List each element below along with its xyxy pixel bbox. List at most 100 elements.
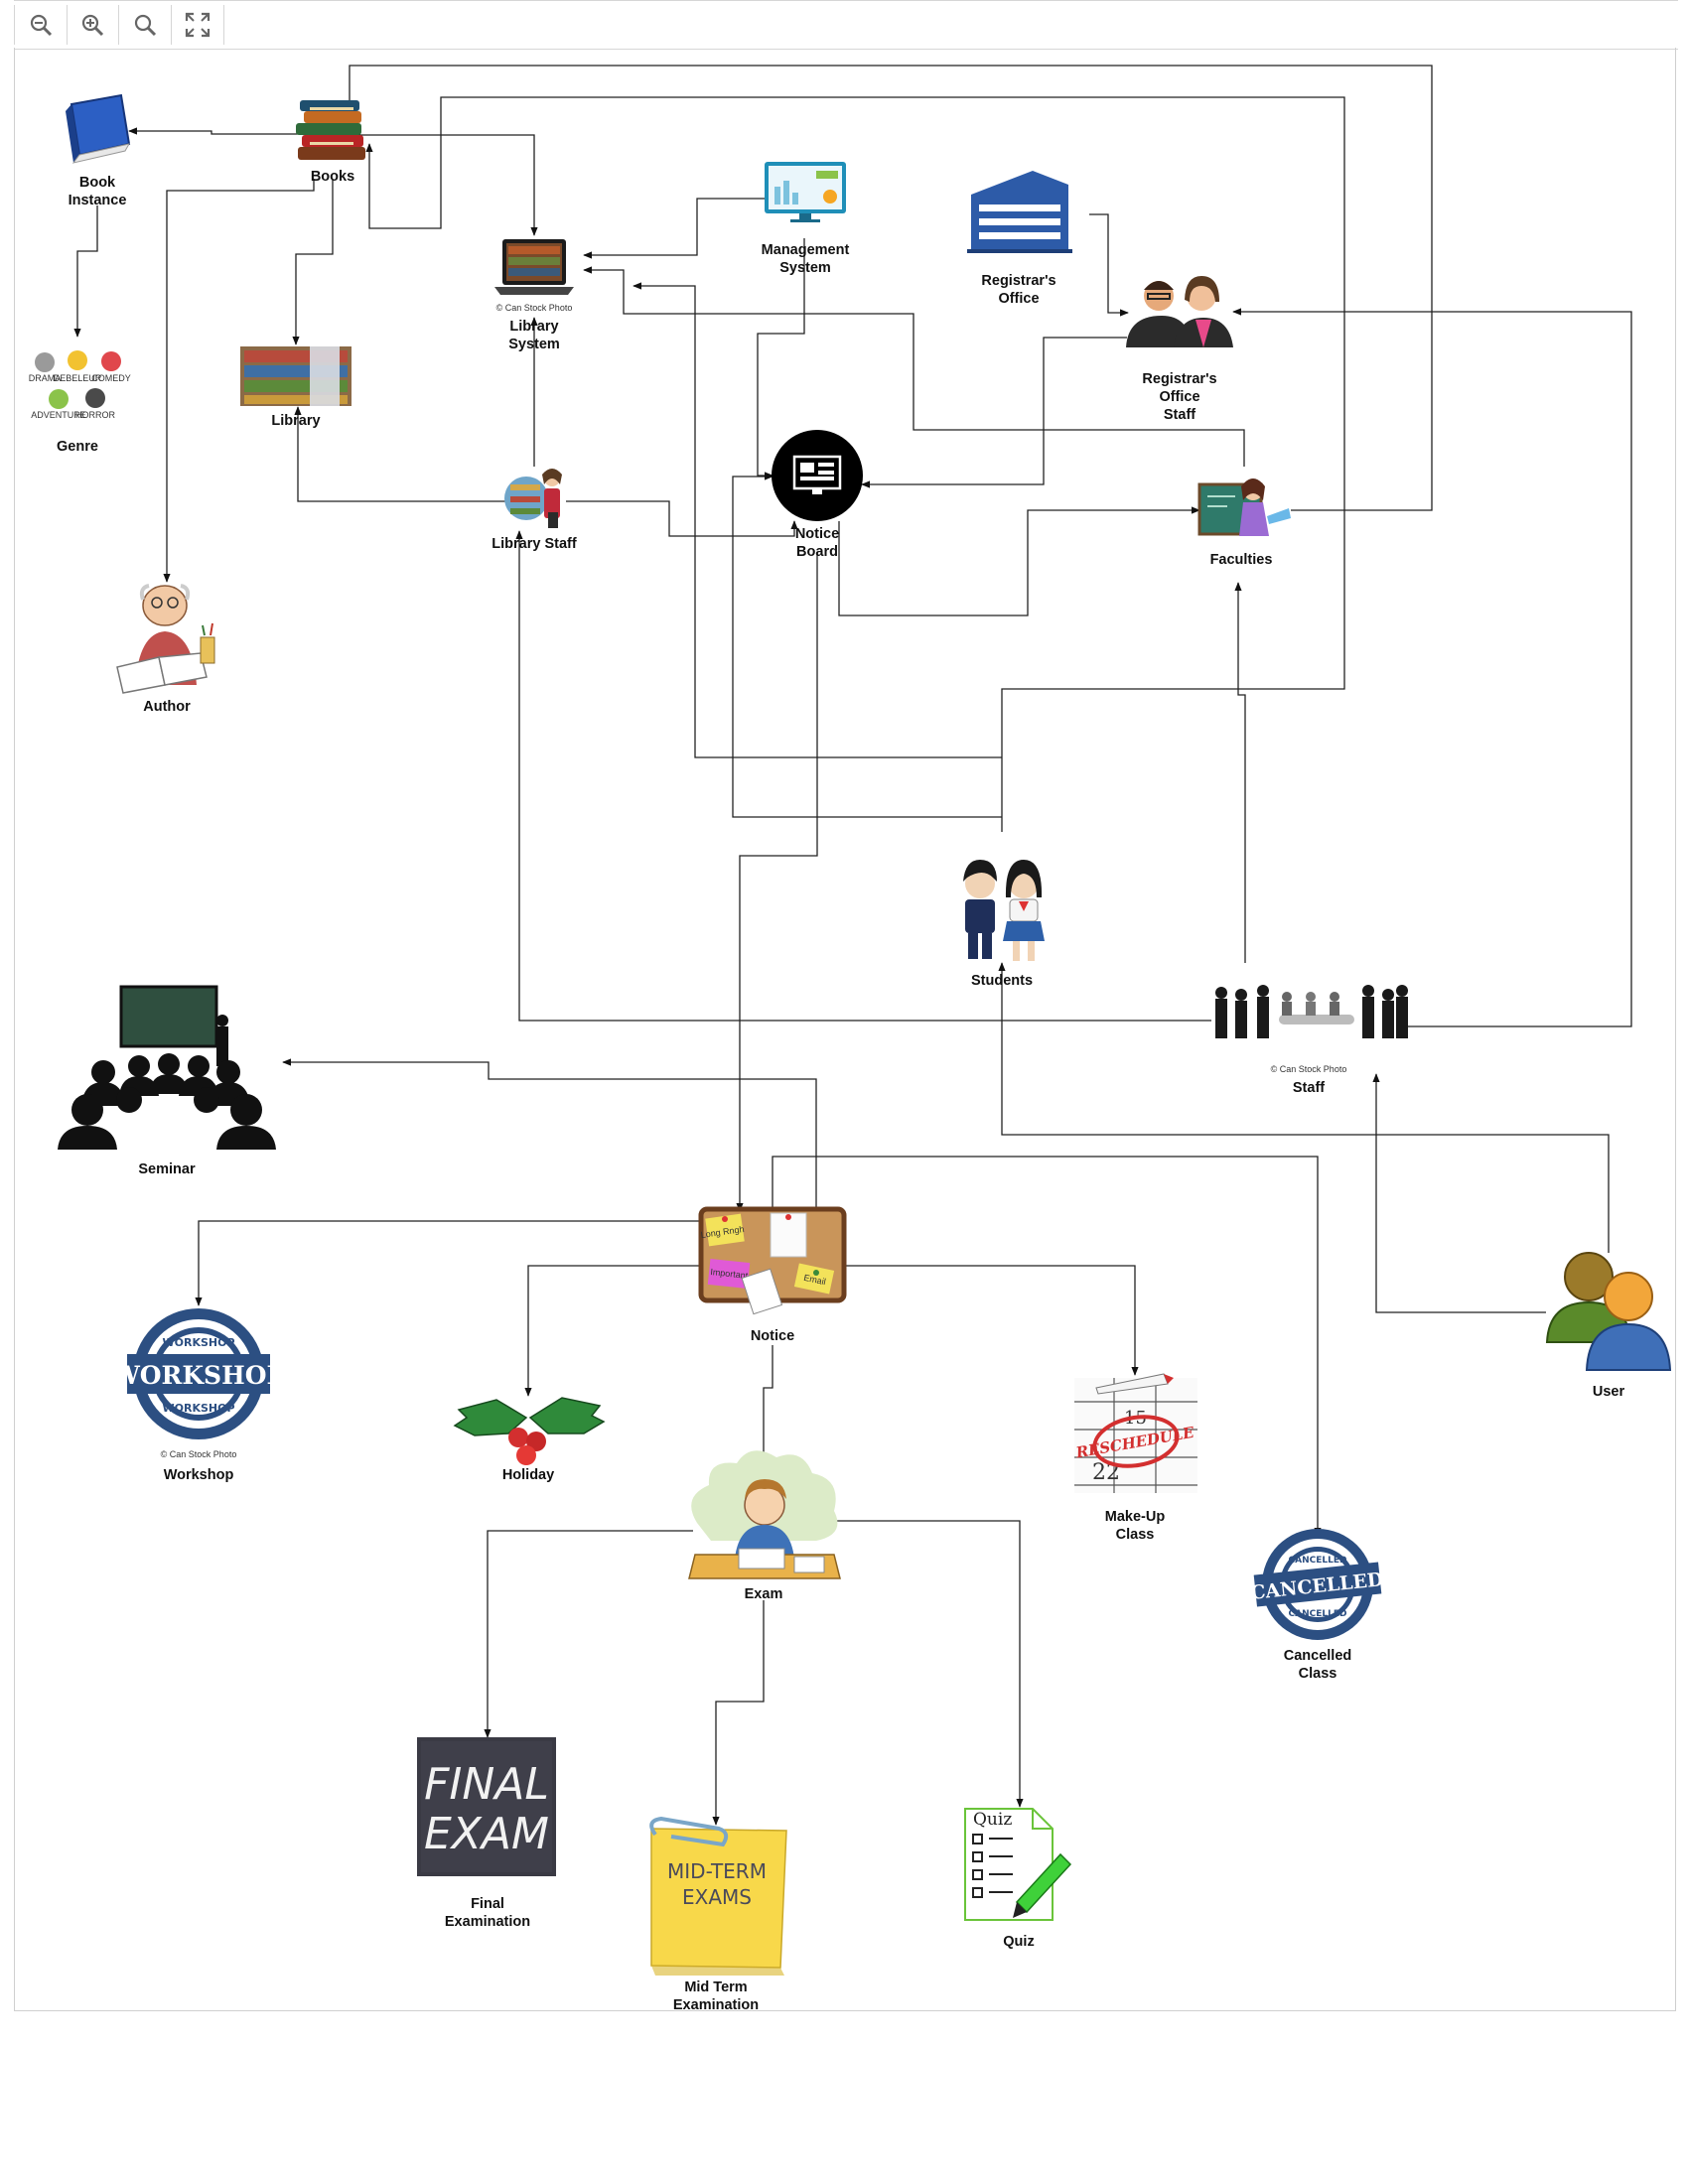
node-workshop[interactable]: WORKSHOP WORKSHOP WORKSHOP © Can Stock P… <box>111 1308 286 1483</box>
badge-text: WORKSHOP <box>111 1361 286 1390</box>
node-mid-term-examination[interactable]: MID-TERM EXAMS Mid Term Examination <box>649 1816 787 2013</box>
edge-books-library <box>292 179 334 345</box>
node-holiday[interactable]: Holiday <box>453 1397 606 1483</box>
diagram-toolbar <box>14 0 1678 50</box>
label-line: Faculties <box>1210 552 1273 568</box>
edge-notice-board-faculties <box>838 506 1200 616</box>
edge-books-library-system <box>357 134 538 236</box>
edges <box>73 65 1632 1826</box>
edge-book-instance-genre <box>73 205 98 338</box>
node-library-staff[interactable]: Library Staff <box>492 469 577 552</box>
node-registrars-office[interactable]: Registrar's Office <box>967 171 1072 307</box>
node-library-system[interactable]: © Can Stock Photo Library System <box>494 239 574 352</box>
node-registrars-office-staff[interactable]: Registrar's Office Staff <box>1126 276 1233 423</box>
label-line: Genre <box>57 439 98 455</box>
node-notice[interactable]: Long Rngh Important Email Notice <box>698 1206 847 1344</box>
chalk-text: EXAM <box>424 1809 549 1859</box>
label-line: Mid Term <box>684 1979 747 1995</box>
label-line: Registrar's <box>1142 371 1216 387</box>
node-user[interactable]: User <box>1545 1252 1672 1400</box>
label-line: Book <box>79 175 116 191</box>
edge-students-books <box>365 96 1345 832</box>
node-library[interactable]: Library <box>240 346 352 429</box>
node-books[interactable]: Books <box>296 100 365 185</box>
label-line: Management <box>762 242 850 258</box>
label-line: Students <box>971 973 1033 989</box>
reschedule-calendar-icon: 22 15 RESCHEDULE <box>1073 1373 1197 1493</box>
edge-books-author <box>163 179 315 583</box>
node-final-examination[interactable]: FINAL EXAM Final Examination <box>417 1737 556 1930</box>
edge-notice-holiday <box>524 1265 702 1397</box>
node-makeup-class[interactable]: 22 15 RESCHEDULE Make-Up Class <box>1073 1373 1197 1543</box>
node-quiz[interactable]: Quiz Quiz <box>964 1808 1072 1950</box>
edge-students-notice-board <box>732 473 1002 818</box>
image-caption: © Can Stock Photo <box>496 303 573 313</box>
label-line: Holiday <box>502 1467 554 1483</box>
label-line: Workshop <box>164 1467 234 1483</box>
zoom-out-button[interactable] <box>14 5 68 45</box>
node-genre[interactable]: DRAMA DEBELEUR COMEDY ADVENTURE HORROR G… <box>29 350 131 455</box>
image-caption: © Can Stock Photo <box>161 1449 237 1459</box>
badge-text: WORKSHOP <box>162 1336 234 1349</box>
staff-pair-icon <box>1126 276 1233 347</box>
badge-text: CANCELLED <box>1289 1609 1347 1619</box>
node-book-instance[interactable]: Book Instance <box>66 93 131 208</box>
zoom-in-button[interactable] <box>67 5 119 45</box>
label-line: Board <box>796 544 838 560</box>
label-line: Library <box>271 413 320 429</box>
teacher-chalkboard-icon <box>1197 478 1291 536</box>
label-line: System <box>779 260 831 276</box>
edge-user-staff <box>1372 1073 1546 1313</box>
label-line: Staff <box>1164 407 1196 423</box>
author-writing-icon <box>116 584 215 694</box>
genre-tag: HORROR <box>75 410 115 420</box>
edge-library-staff-library <box>294 406 506 502</box>
note-text: Email <box>803 1273 827 1287</box>
edge-exam-quiz <box>837 1520 1024 1808</box>
seminar-audience-icon <box>58 985 276 1150</box>
book-stack-icon <box>296 100 365 160</box>
edge-books-book-instance <box>128 127 298 135</box>
edge-notice-exam <box>760 1345 774 1462</box>
label-line: Examination <box>673 1997 759 2013</box>
sticky-note-icon: MID-TERM EXAMS <box>649 1816 787 1976</box>
genre-tag: DRAMA <box>29 373 62 383</box>
node-author[interactable]: Author <box>116 584 215 715</box>
edge-staff-library-staff <box>515 530 1211 1022</box>
node-seminar[interactable]: Seminar <box>58 985 276 1177</box>
label-line: Seminar <box>138 1161 196 1177</box>
quiz-sheet-icon: Quiz <box>964 1808 1072 1921</box>
node-management-system[interactable]: Management System <box>762 162 850 276</box>
label-line: Library Staff <box>492 536 577 552</box>
edge-notice-workshop <box>195 1220 702 1306</box>
diagram-canvas <box>14 48 1676 2011</box>
node-notice-board[interactable]: Notice Board <box>772 430 863 560</box>
edge-faculties-library-system <box>583 266 1245 467</box>
note-text: MID-TERM <box>667 1859 767 1883</box>
fullscreen-button[interactable] <box>172 5 224 45</box>
genre-tag: ADVENTURE <box>31 410 86 420</box>
holly-icon <box>453 1397 606 1465</box>
corkboard-icon: Long Rngh Important Email <box>698 1206 847 1315</box>
edge-exam-midterm <box>712 1600 765 1826</box>
librarian-icon <box>504 469 562 528</box>
board-screen-icon <box>792 455 842 494</box>
node-students[interactable]: Students <box>963 860 1045 989</box>
label-line: Office <box>998 291 1039 307</box>
label-line: Exam <box>745 1586 783 1602</box>
genre-masks-icon: DRAMA DEBELEUR COMEDY ADVENTURE HORROR <box>29 350 131 420</box>
fullscreen-icon <box>185 12 211 38</box>
genre-tag: COMEDY <box>91 373 131 383</box>
edge-user-students <box>998 962 1610 1253</box>
node-faculties[interactable]: Faculties <box>1197 478 1291 568</box>
student-exam-icon <box>688 1450 841 1579</box>
edge-students-library-system <box>633 282 1002 758</box>
node-staff[interactable]: © Can Stock Photo Staff <box>1215 985 1408 1096</box>
node-cancelled-class[interactable]: CANCELLED CANCELLED CANCELLED Cancelled … <box>1249 1529 1384 1682</box>
node-exam[interactable]: Exam <box>688 1450 841 1602</box>
zoom-fit-icon <box>134 14 157 37</box>
monitor-dashboard-icon <box>765 162 846 222</box>
zoom-fit-button[interactable] <box>119 5 172 45</box>
badge-text: WORKSHOP <box>162 1402 234 1415</box>
edge-notice-seminar <box>282 1058 817 1211</box>
